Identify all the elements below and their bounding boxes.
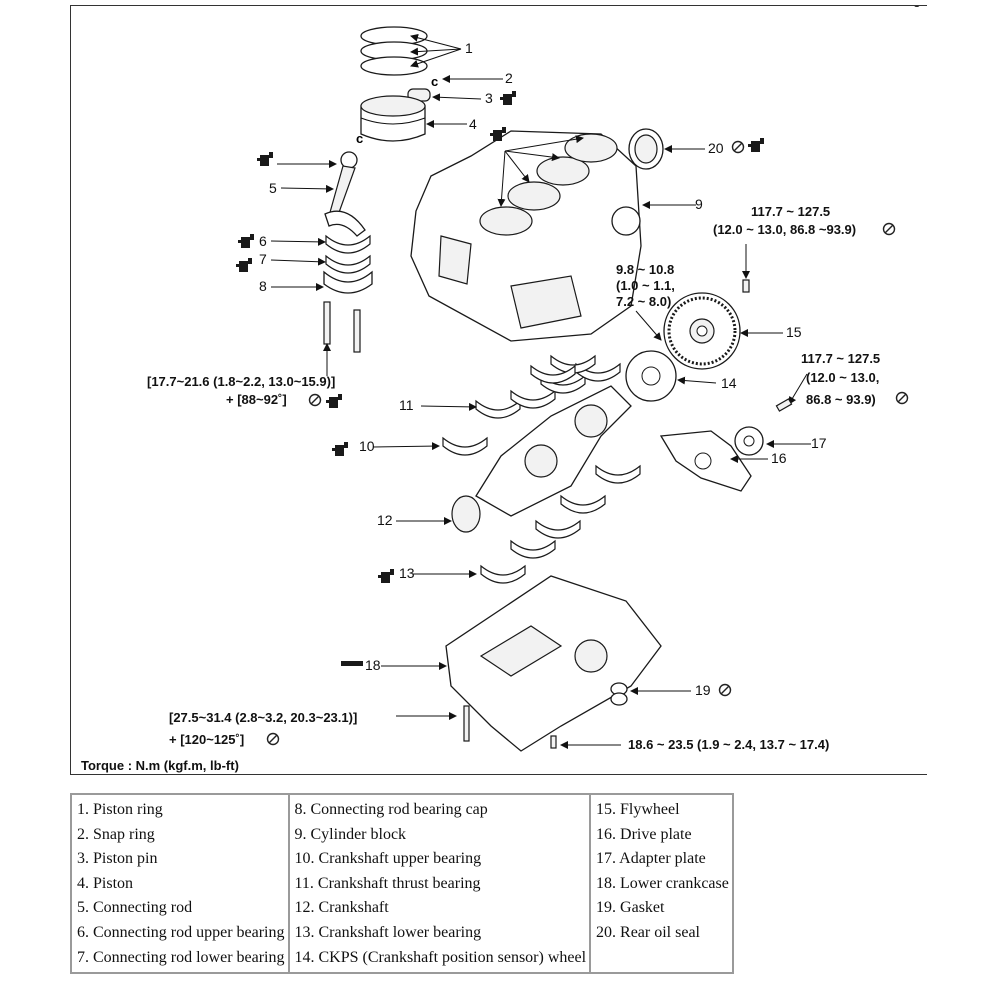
callout-5: 5	[269, 180, 277, 196]
oil-can-icon	[378, 569, 394, 583]
legend-item: 9. Cylinder block	[294, 825, 407, 843]
driveplate-bolt	[775, 398, 793, 412]
legend-item: 1. Piston ring	[77, 801, 163, 818]
torque-note: Torque : N.m (kgf.m, lb-ft)	[81, 758, 239, 773]
lower-crankcase	[445, 575, 662, 752]
callout-9: 9	[695, 196, 703, 212]
callout-17: 17	[811, 435, 827, 451]
callout-15: 15	[786, 324, 802, 340]
legend-item: 7. Connecting rod lower bearing	[77, 948, 285, 966]
callout-13: 13	[399, 565, 415, 581]
callout-11: 11	[399, 397, 414, 413]
callout-3: 3	[485, 90, 493, 106]
callout-12: 12	[377, 512, 393, 528]
torque-rod-bolt-1: [17.7~21.6 (1.8~2.2, 13.0~15.9)]	[147, 374, 335, 389]
conrod-bearing-cap	[323, 270, 373, 294]
oil-can-icon	[332, 442, 348, 456]
do-not-reuse-icon	[882, 222, 896, 236]
callout-20: 20	[708, 140, 724, 156]
small-bolt	[550, 735, 557, 749]
torque-rod-bolt-2: + [88~92˚]	[226, 392, 287, 407]
legend-item: 5. Connecting rod	[77, 899, 193, 917]
conrod-upper-bearing	[325, 235, 371, 254]
legend-item: 18. Lower crankcase	[596, 874, 729, 892]
legend-item: 4. Piston	[77, 874, 134, 892]
callout-7: 7	[259, 251, 267, 267]
torque-ckps-2: (1.0 ~ 1.1,	[616, 278, 675, 293]
callout-16: 16	[771, 450, 787, 466]
do-not-reuse-icon	[718, 683, 732, 697]
conrod-lower-bearing	[325, 255, 371, 274]
callout-18: 18	[365, 657, 381, 673]
flywheel	[663, 292, 741, 370]
callout-14: 14	[721, 375, 737, 391]
torque-crankcase-2: + [120~125˚]	[169, 732, 244, 747]
torque-driveplate-2: (12.0 ~ 13.0,	[806, 370, 879, 385]
oil-can-icon	[238, 234, 254, 248]
oil-can-icon	[748, 138, 764, 152]
do-not-reuse-icon	[308, 393, 322, 407]
legend-item: 20. Rear oil seal	[596, 923, 700, 941]
do-not-reuse-icon	[731, 140, 745, 154]
corner-fragment: g	[913, 6, 921, 7]
do-not-reuse-icon	[266, 732, 280, 746]
legend-item: 13. Crankshaft lower bearing	[294, 923, 482, 941]
do-not-reuse-icon	[895, 391, 909, 405]
legend-item: 3. Piston pin	[77, 850, 158, 868]
piston-rings	[360, 26, 428, 76]
engine-block-exploded-diagram: g 1 c 2 3 c 4 5 6 7 8	[81, 6, 921, 773]
legend-item: 19. Gasket	[596, 899, 665, 917]
callout-10: 10	[359, 438, 375, 454]
crankshaft	[451, 385, 632, 533]
torque-driveplate-1: 117.7 ~ 127.5	[801, 351, 880, 366]
torque-crankcase-1: [27.5~31.4 (2.8~3.2, 20.3~23.1)]	[169, 710, 357, 725]
legend-item: 15. Flywheel	[596, 801, 680, 818]
torque-ckps-1: 9.8 ~ 10.8	[616, 262, 674, 277]
connecting-rod	[324, 151, 366, 237]
ckps-wheel	[625, 350, 677, 402]
legend-column-3: 15. Flywheel 16. Drive plate 17. Adapter…	[589, 792, 734, 975]
flywheel-bolt	[742, 279, 750, 293]
svg-text:c: c	[356, 131, 363, 146]
legend-item: 10. Crankshaft upper bearing	[294, 850, 482, 868]
piston	[360, 95, 426, 142]
callout-1: 1	[465, 40, 473, 56]
oil-can-icon	[326, 394, 342, 408]
exploded-view-diagram: g 1 c 2 3 c 4 5 6 7 8	[70, 5, 927, 775]
oil-can-icon	[236, 258, 252, 272]
legend-item: 8. Connecting rod bearing cap	[294, 801, 488, 818]
torque-lower-bolt: 18.6 ~ 23.5 (1.9 ~ 2.4, 13.7 ~ 17.4)	[628, 737, 829, 752]
callout-2: 2	[505, 70, 513, 86]
svg-text:c: c	[431, 74, 438, 89]
cylinder-block	[410, 130, 642, 342]
torque-flywheel-1: 117.7 ~ 127.5	[751, 204, 830, 219]
legend-item: 2. Snap ring	[77, 825, 155, 843]
legend-column-1: 1. Piston ring 2. Snap ring 3. Piston pi…	[70, 792, 290, 975]
legend-item: 14. CKPS (Crankshaft position sensor) wh…	[294, 948, 587, 966]
legend-item: 11. Crankshaft thrust bearing	[294, 874, 481, 892]
legend-item: 16. Drive plate	[596, 825, 692, 843]
oil-can-icon	[500, 91, 516, 105]
oil-can-icon	[257, 152, 273, 166]
conrod-bolts	[323, 301, 361, 353]
legend-item: 17. Adapter plate	[596, 850, 706, 868]
callout-19: 19	[695, 682, 711, 698]
parts-legend-table: 1. Piston ring 2. Snap ring 3. Piston pi…	[70, 792, 734, 975]
torque-driveplate-3: 86.8 ~ 93.9)	[806, 392, 876, 407]
legend-item: 12. Crankshaft	[294, 899, 389, 917]
callout-8: 8	[259, 278, 267, 294]
crankcase-bolt	[341, 661, 363, 666]
callout-4: 4	[469, 116, 477, 132]
torque-ckps-3: 7.2 ~ 8.0)	[616, 294, 671, 309]
crankcase-main-bolt	[463, 705, 470, 742]
callout-6: 6	[259, 233, 267, 249]
torque-flywheel-2: (12.0 ~ 13.0, 86.8 ~93.9)	[713, 222, 856, 237]
legend-item: 6. Connecting rod upper bearing	[77, 923, 285, 941]
legend-column-2: 8. Connecting rod bearing cap 9. Cylinde…	[287, 792, 592, 975]
